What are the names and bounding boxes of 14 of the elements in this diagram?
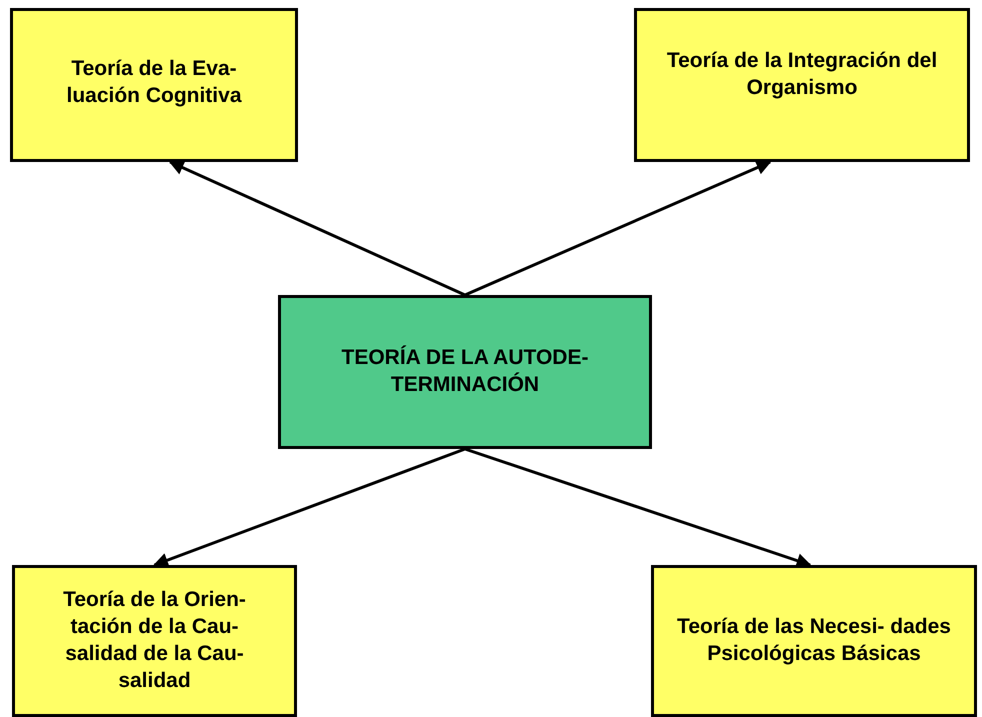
- arrow: [464, 448, 812, 568]
- box-label: Teoría de la Orien- tación de la Cau- salidad de la Cau- salidad: [62, 587, 247, 694]
- box-label: Teoría de la Integración del Organismo: [666, 48, 938, 101]
- box-label: Teoría de las Necesi- dades Psicológicas Básicas: [676, 614, 952, 667]
- box-label: TEORÍA DE LA AUTODE- TERMINACIÓN: [340, 345, 590, 398]
- theory-box: [10, 8, 298, 162]
- box-label: Teoría de la Eva- luación Cognitiva: [65, 56, 243, 109]
- arrow: [153, 448, 466, 568]
- arrow: [464, 160, 772, 296]
- theory-box: [634, 8, 970, 162]
- theory-box: [651, 565, 977, 717]
- central-box: [278, 295, 652, 449]
- arrow: [168, 160, 466, 296]
- theory-box: [12, 565, 297, 717]
